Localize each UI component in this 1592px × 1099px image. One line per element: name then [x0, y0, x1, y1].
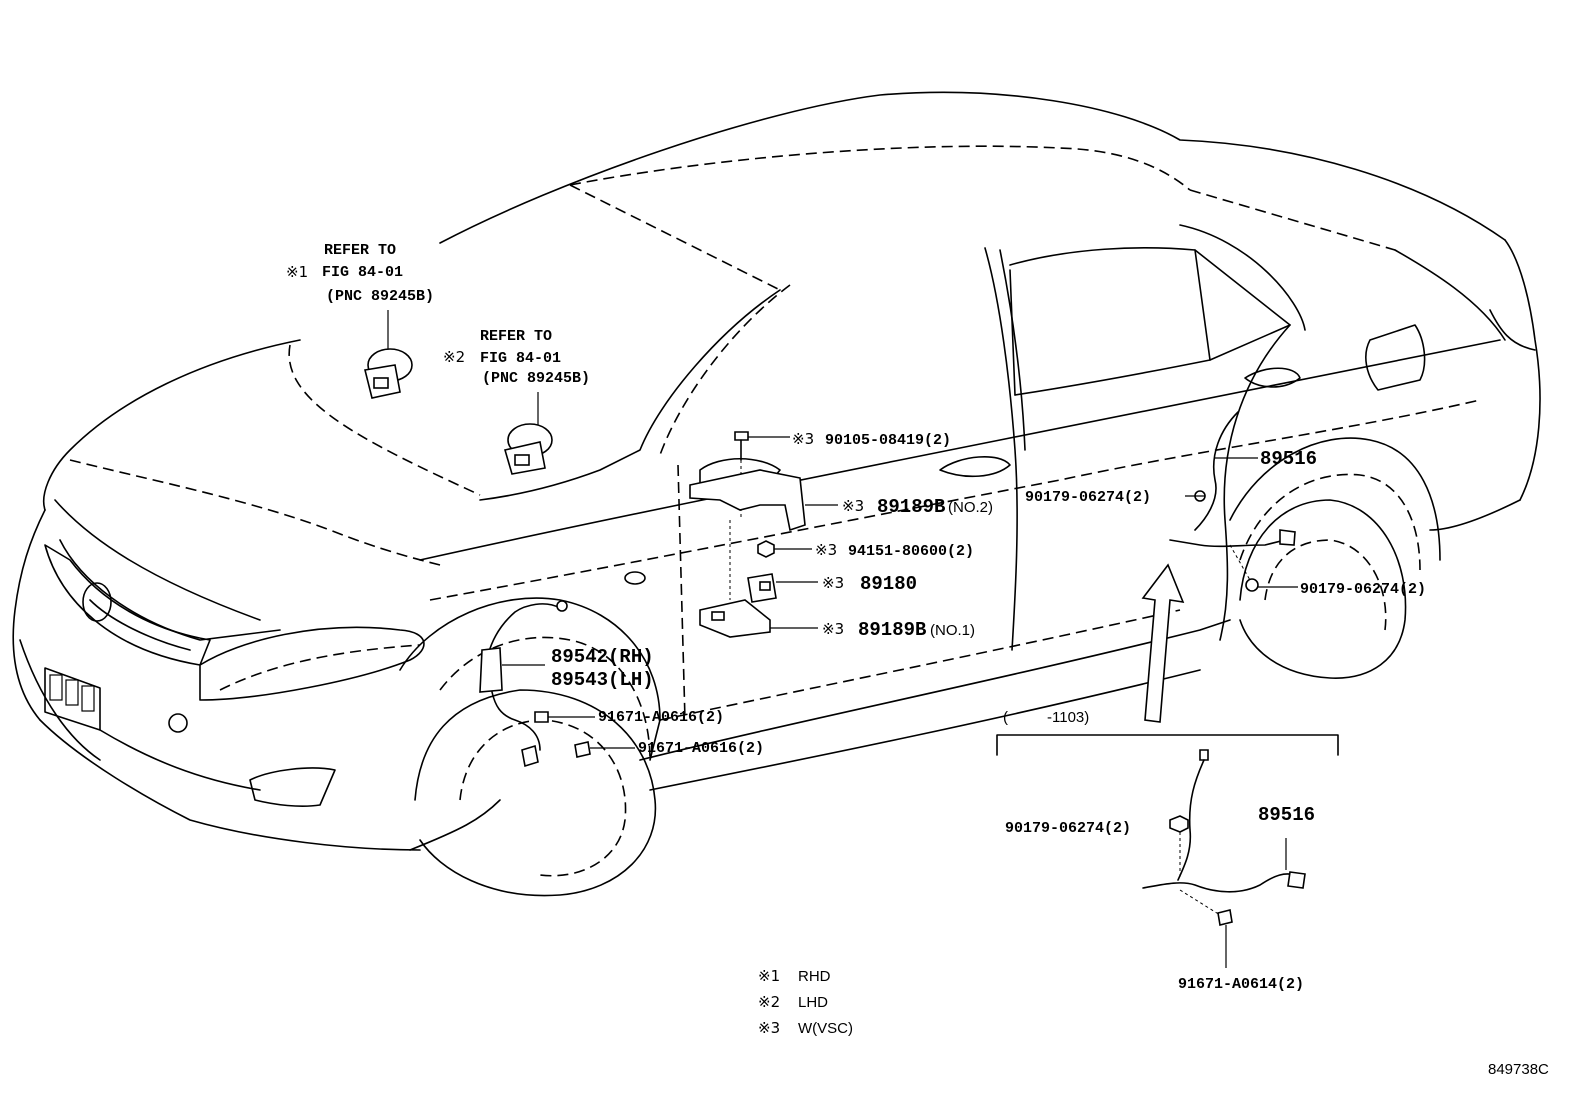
front-speed-sensor [479, 600, 635, 768]
svg-text:※1: ※1 [286, 263, 308, 281]
label-front-sensor-rh: 89542(RH) [551, 646, 654, 668]
label-nut-94151: ※3 94151-80600(2) [815, 541, 974, 560]
figure-id: 849738C [1488, 1061, 1549, 1078]
svg-text:-1103): -1103) [1047, 709, 1089, 726]
svg-text:(NO.2): (NO.2) [948, 499, 993, 516]
svg-text:(PNC 89245B): (PNC 89245B) [482, 370, 590, 387]
label-rear-clip-right: 90179-06274(2) [1300, 581, 1426, 598]
label-front-bolt-a: 91671-A0616(2) [598, 709, 724, 726]
inset-reference-arrow [1141, 563, 1185, 723]
label-bracket-no2: ※3 89189B (NO.2) [842, 496, 993, 518]
label-front-sensor-lh: 89543(LH) [551, 669, 654, 691]
label-bracket-no1: ※3 89189B (NO.1) [822, 619, 975, 641]
label-inset-bolt: 91671-A0614(2) [1178, 976, 1304, 993]
legend-item: ※2 LHD [758, 993, 828, 1011]
svg-text:89180: 89180 [860, 573, 917, 595]
label-inset-range: ( -1103) [1003, 709, 1089, 726]
svg-text:※1: ※1 [758, 967, 780, 985]
svg-text:※2: ※2 [443, 348, 465, 366]
vsc-sensor-assembly [689, 431, 838, 638]
svg-text:※3: ※3 [758, 1019, 780, 1037]
svg-text:90105-08419(2): 90105-08419(2) [825, 432, 951, 449]
svg-text:FIG 84-01: FIG 84-01 [480, 350, 561, 367]
label-bolt-90105: ※3 90105-08419(2) [792, 430, 951, 449]
label-rear-sensor: 89516 [1260, 448, 1317, 470]
rear-speed-sensor [1169, 411, 1298, 592]
label-rear-clip-left: 90179-06274(2) [1025, 489, 1151, 506]
svg-text:89189B: 89189B [877, 496, 945, 518]
svg-text:(NO.1): (NO.1) [930, 622, 975, 639]
svg-text:※3: ※3 [822, 574, 844, 592]
inset-frame [996, 734, 1339, 756]
sensor-bracket-lhd [503, 392, 553, 475]
svg-text:※3: ※3 [842, 497, 864, 515]
label-inset-sensor: 89516 [1258, 804, 1315, 826]
svg-text:※3: ※3 [815, 541, 837, 559]
callout-refer-rhd: REFER TO ※1 FIG 84-01 (PNC 89245B) [286, 242, 434, 305]
svg-text:FIG 84-01: FIG 84-01 [322, 264, 403, 281]
legend-item: ※3 W(VSC) [758, 1019, 853, 1037]
svg-text:(: ( [1003, 709, 1008, 726]
svg-text:RHD: RHD [798, 968, 831, 985]
car-body-outline [12, 91, 1541, 897]
svg-text:※3: ※3 [792, 430, 814, 448]
sensor-bracket-rhd [364, 310, 413, 399]
svg-text:W(VSC): W(VSC) [798, 1020, 853, 1037]
label-front-bolt-b: 91671-A0616(2) [638, 740, 764, 757]
svg-text:REFER TO: REFER TO [480, 328, 552, 345]
callout-refer-lhd: REFER TO ※2 FIG 84-01 (PNC 89245B) [443, 328, 590, 387]
svg-text:(PNC 89245B): (PNC 89245B) [326, 288, 434, 305]
label-sensor-89180: ※3 89180 [822, 573, 917, 595]
svg-text:REFER TO: REFER TO [324, 242, 396, 259]
legend: ※1 RHD ※2 LHD ※3 W(VSC) [758, 967, 853, 1037]
label-inset-clip: 90179-06274(2) [1005, 820, 1131, 837]
svg-text:89189B: 89189B [858, 619, 926, 641]
svg-text:※2: ※2 [758, 993, 780, 1011]
inset-speed-sensor [1142, 749, 1306, 968]
svg-text:94151-80600(2): 94151-80600(2) [848, 543, 974, 560]
svg-text:※3: ※3 [822, 620, 844, 638]
svg-text:LHD: LHD [798, 994, 828, 1011]
legend-item: ※1 RHD [758, 967, 831, 985]
